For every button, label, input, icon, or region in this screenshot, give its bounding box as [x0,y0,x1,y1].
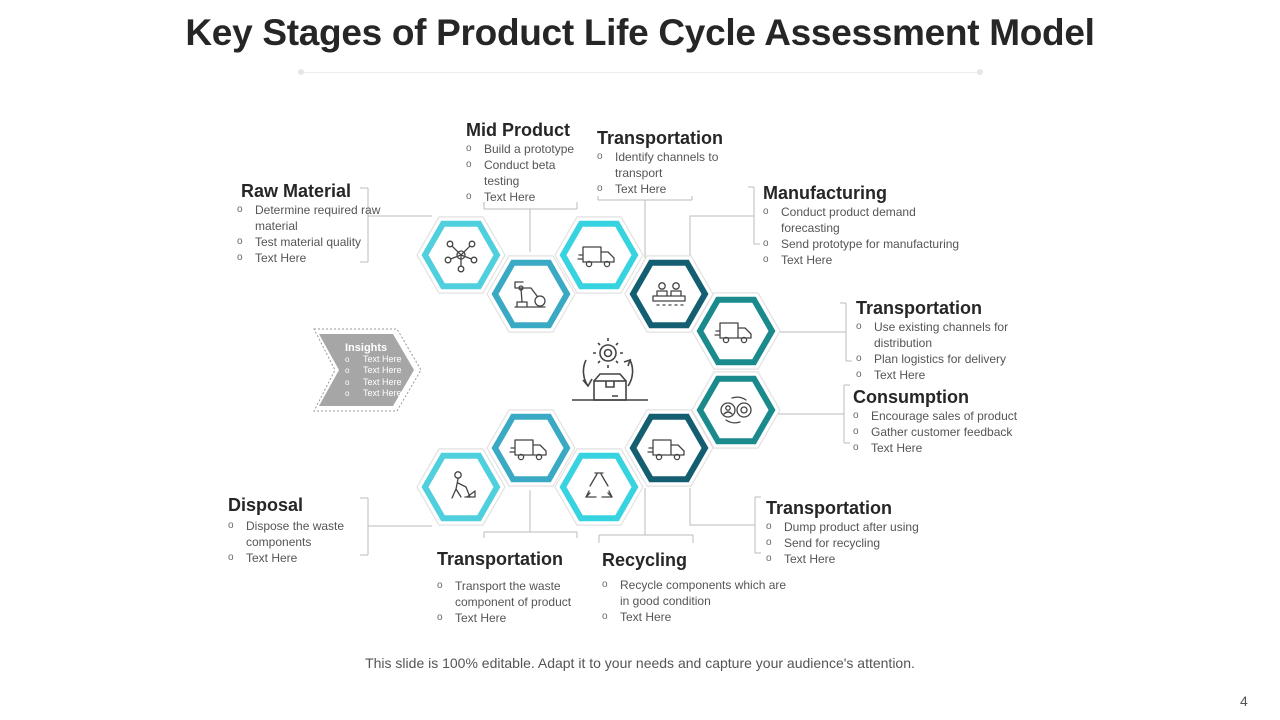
truck-icon [647,439,685,461]
stage-transportation-3: Transportation Dump product after using … [766,497,956,567]
stage-item: Text Here [597,181,722,197]
stage-heading: Transportation [856,298,983,318]
stage-items: Conduct product demand forecasting Send … [763,204,993,268]
stage-item: Text Here [602,609,802,625]
stage-items: Dump product after using Send for recycl… [766,519,956,567]
stage-items: Dispose the waste components Text Here [228,518,368,566]
stage-item: Send prototype for manufacturing [763,236,993,252]
stage-heading: Disposal [228,495,304,515]
divider-dot-right [977,69,983,75]
truck-icon [577,246,615,268]
title-divider [300,72,980,73]
stage-manufacturing: Manufacturing Conduct product demand for… [763,182,993,268]
stage-item: Determine required raw material [237,202,381,234]
network-hexagon [416,216,506,294]
stage-items: Identify channels to transport Text Here [597,149,722,197]
insights-item: Text Here [345,377,402,389]
stage-item: Text Here [763,252,993,268]
stage-item: Encourage sales of product [853,408,1053,424]
stage-item: Dispose the waste components [228,518,366,550]
stage-heading: Raw Material [241,181,352,201]
insights-title: Insights [345,342,388,354]
stage-items: Determine required raw material Test mat… [237,202,381,266]
stage-mid-product: Mid Product Build a prototype Conduct be… [466,119,591,205]
insights-item: Text Here [345,365,402,377]
stage-disposal: Disposal Dispose the waste components Te… [228,494,368,566]
hexagon-ring [416,216,781,526]
stage-item: Plan logistics for delivery [856,351,1046,367]
stage-item: Use existing channels for distribution [856,319,1034,351]
truck-hexagon [486,409,576,487]
recycle-hexagon [554,448,644,526]
stage-heading: Consumption [853,387,969,407]
insights-item: Text Here [345,388,402,400]
divider-dot-left [298,69,304,75]
stage-consumption: Consumption Encourage sales of product G… [853,386,1053,456]
workers-icon [652,282,686,306]
stage-item: Text Here [766,551,956,567]
exchange-hexagon [691,371,781,449]
stage-item: Dump product after using [766,519,956,535]
stage-raw-material: Raw Material Determine required raw mate… [237,180,381,266]
stage-item: Build a prototype [466,141,591,157]
stage-item: Text Here [856,367,1046,383]
footer-note: This slide is 100% editable. Adapt it to… [365,655,915,671]
stage-item: Recycle components which are in good con… [602,577,790,609]
stage-item: Text Here [237,250,381,266]
stage-item: Text Here [853,440,1053,456]
stage-items: Build a prototype Conduct beta testing T… [466,141,591,205]
connector-lines [360,186,852,556]
recycle-icon [585,472,613,498]
stage-items: Encourage sales of product Gather custom… [853,408,1053,456]
page-title: Key Stages of Product Life Cycle Assessm… [185,12,1095,53]
stage-heading: Transportation [766,498,893,518]
disposal-worker-icon [451,471,476,499]
exchange-icon [720,396,752,424]
stage-recycling: Recycling Recycle components which are i… [602,549,802,625]
truck-hexagon [624,409,714,487]
stage-transportation-2: Transportation Use existing channels for… [856,297,1046,383]
stage-heading: Transportation [597,128,724,148]
stage-heading: Manufacturing [763,183,887,203]
center-icon [572,338,648,401]
stage-heading: Transportation [437,549,564,569]
stage-item: Test material quality [237,234,381,250]
insights-item: Text Here [345,354,402,366]
truck-hexagon [691,292,781,370]
stage-items: Transport the waste component of product… [437,578,597,626]
disposal-worker-hexagon [416,448,506,526]
stage-item: Conduct beta testing [466,157,564,189]
stage-heading: Recycling [602,550,688,570]
stage-item: Identify channels to transport [597,149,720,181]
stage-transportation-1: Transportation Identify channels to tran… [597,127,737,197]
stage-transportation-4: Transportation Transport the waste compo… [437,548,597,626]
truck-icon [509,439,547,461]
stage-heading: Mid Product [466,120,570,140]
insights-list: Text Here Text Here Text Here Text Here [345,354,402,399]
stage-items: Use existing channels for distribution P… [856,319,1046,383]
robot-arm-hexagon [486,255,576,333]
workers-hexagon [624,255,714,333]
page-number: 4 [1240,693,1248,709]
truck-hexagon [554,216,644,294]
robot-arm-icon [514,281,546,308]
stage-items: Recycle components which are in good con… [602,577,802,625]
stage-item: Conduct product demand forecasting [763,204,941,236]
stage-item: Text Here [228,550,368,566]
stage-item: Transport the waste component of product [437,578,595,610]
truck-icon [714,322,752,344]
stage-item: Text Here [466,189,591,205]
stage-item: Send for recycling [766,535,956,551]
stage-item: Text Here [437,610,597,626]
network-icon [444,240,478,273]
stage-item: Gather customer feedback [853,424,1053,440]
